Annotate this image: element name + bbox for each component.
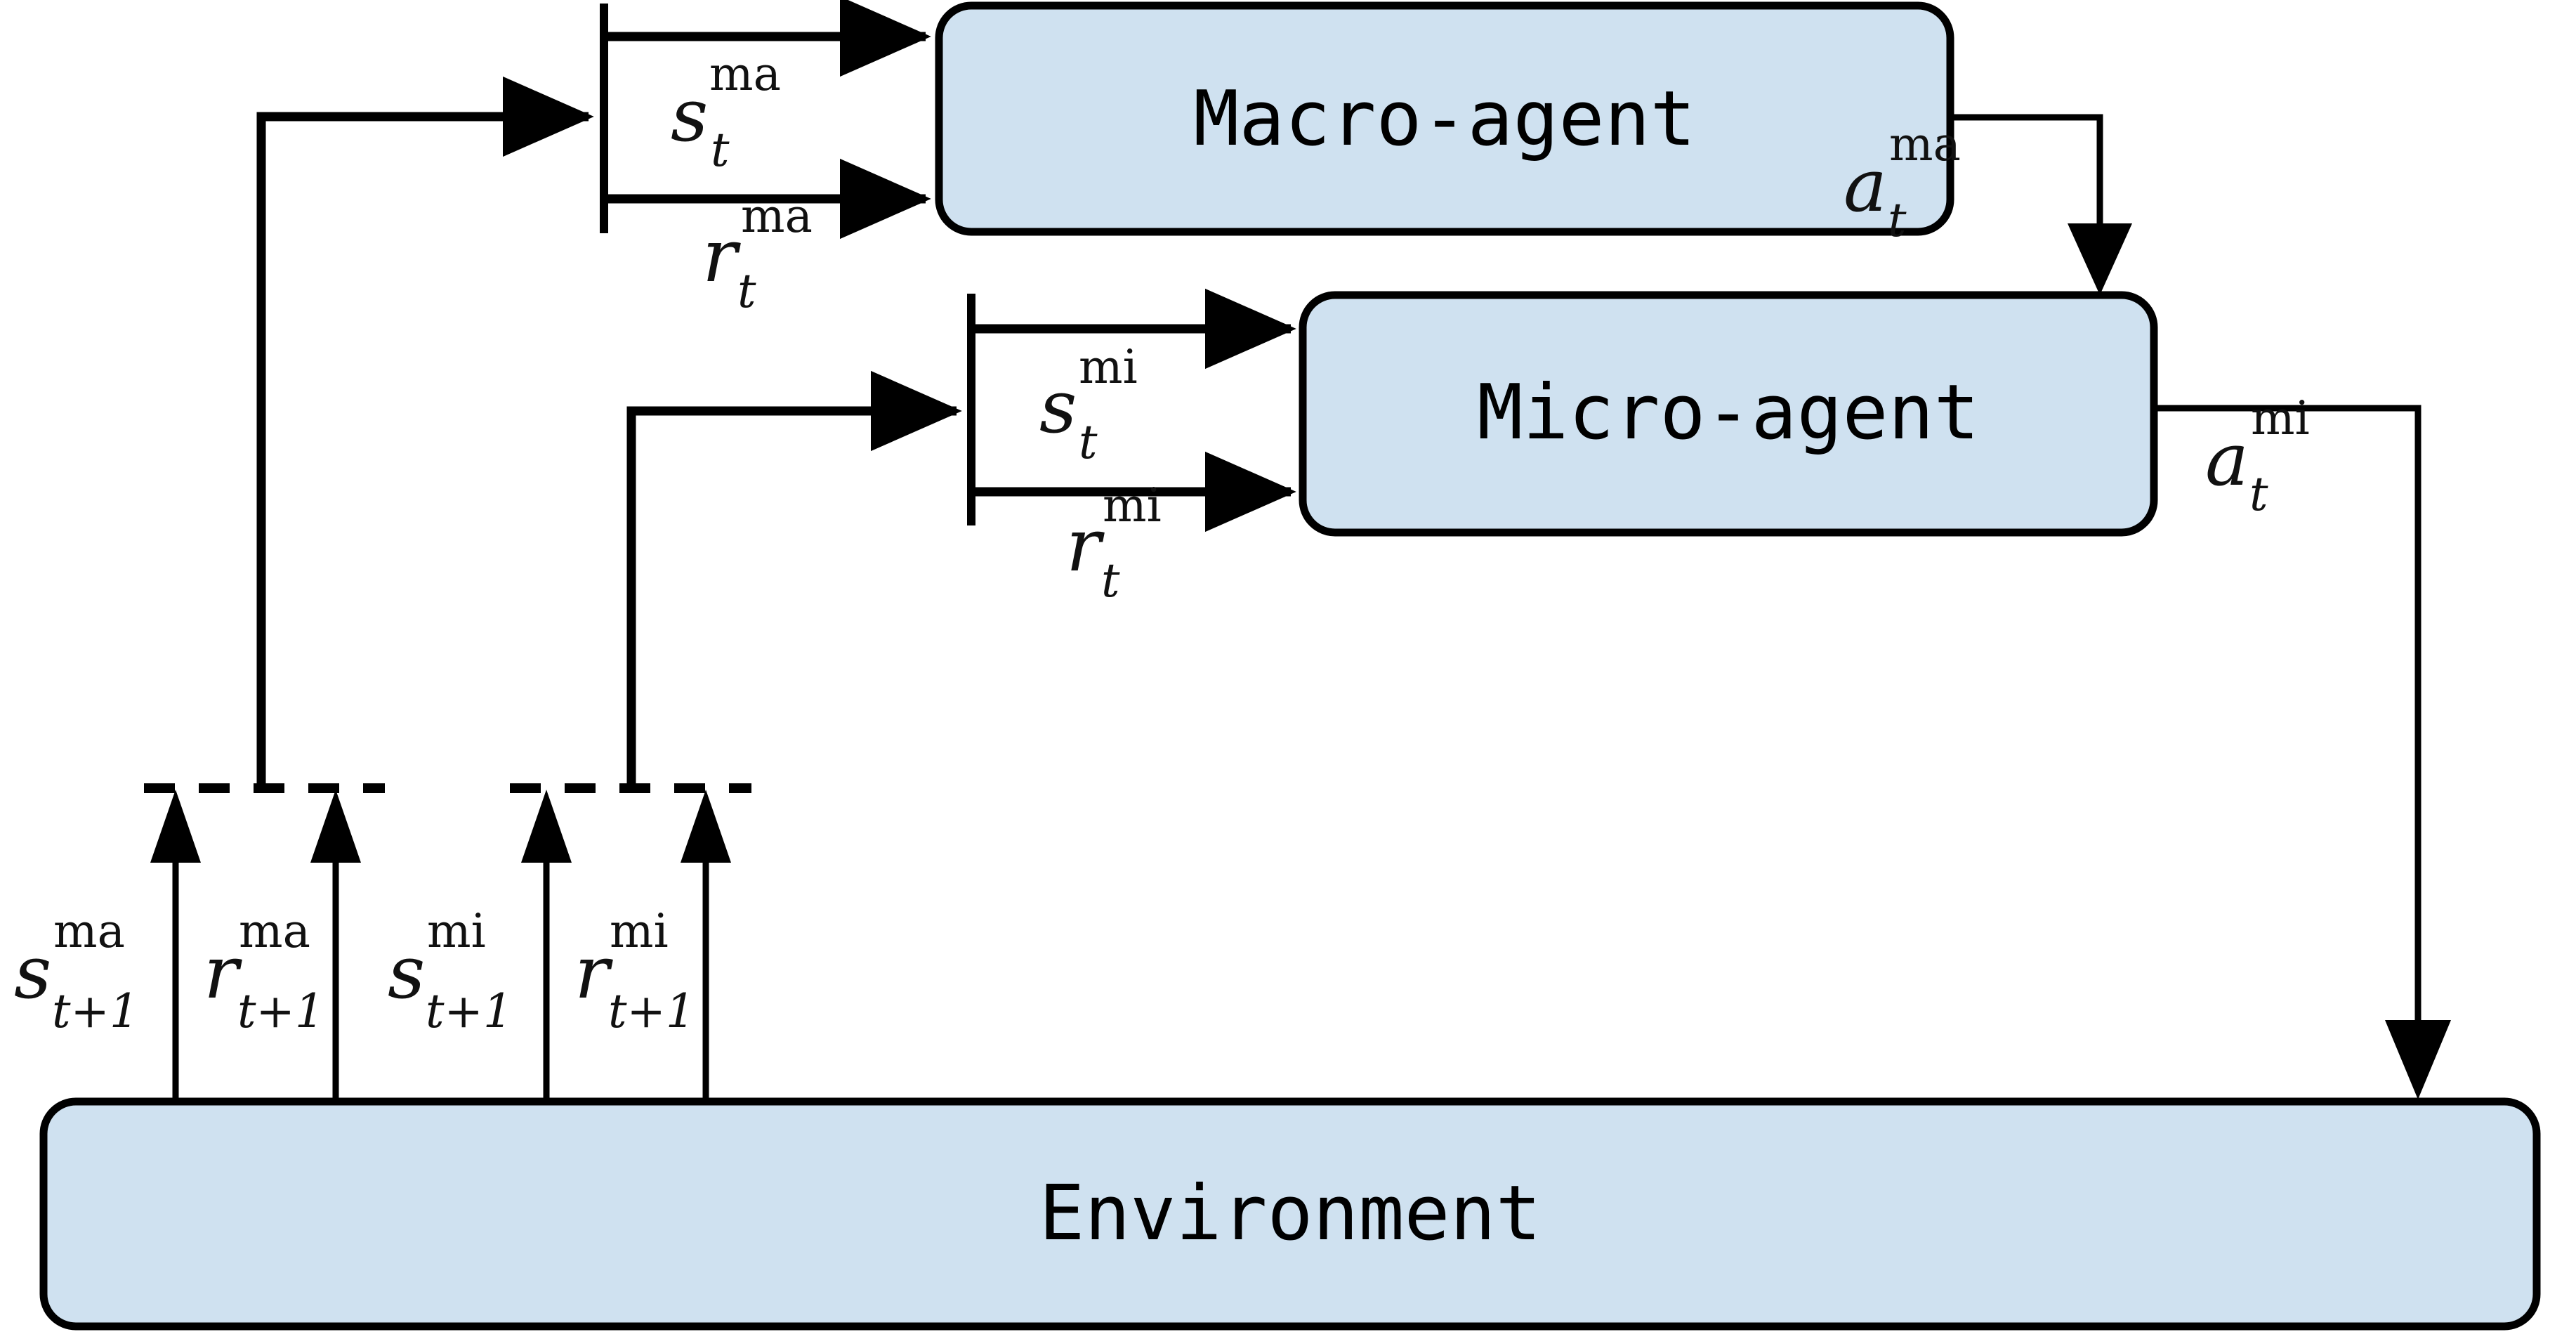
svg-text:mi: mi — [427, 904, 486, 958]
svg-text:ma: ma — [741, 189, 813, 243]
svg-text:ma: ma — [239, 904, 310, 958]
svg-text:a: a — [2205, 417, 2249, 502]
macro-agent-node[interactable]: Macro-agent — [935, 1, 1954, 236]
micro-action-routing-line — [2154, 405, 2421, 1054]
svg-text:a: a — [1844, 143, 1887, 228]
micro-next-state-label: s mi t+1 — [388, 904, 513, 1038]
svg-text:ma: ma — [709, 47, 781, 101]
micro-action-label: a mi t — [2205, 391, 2310, 521]
macro-reward-label: r ma t — [702, 189, 813, 318]
macro-next-state-arrowhead — [150, 790, 201, 863]
micro-agent-node[interactable]: Micro-agent — [1299, 291, 2158, 537]
svg-text:mi: mi — [2251, 391, 2310, 445]
macro-action-routing-line — [1950, 114, 2103, 267]
macro-next-reward-label: r ma t+1 — [204, 904, 324, 1038]
svg-text:t: t — [711, 123, 730, 177]
macro-next-state-label: s ma t+1 — [14, 904, 139, 1038]
micro-feedback-routing-line — [626, 370, 962, 790]
macro-agent-label: Macro-agent — [1193, 75, 1695, 163]
svg-text:t: t — [1888, 193, 1907, 247]
micro-agent-label: Micro-agent — [1477, 369, 1979, 457]
svg-text:t: t — [1079, 415, 1098, 469]
micro-agent-box[interactable] — [1299, 291, 2158, 537]
environment-label: Environment — [1039, 1170, 1541, 1258]
environment-box[interactable] — [39, 1097, 2541, 1331]
svg-text:s: s — [388, 929, 425, 1015]
svg-text:mi: mi — [1079, 340, 1138, 394]
macro-action-arrowhead — [2068, 223, 2132, 295]
svg-text:s: s — [1039, 364, 1077, 450]
macro-action-label: a ma t — [1844, 117, 1961, 247]
svg-text:s: s — [14, 929, 51, 1015]
svg-text:r: r — [204, 929, 242, 1015]
macro-state-label: s ma t — [671, 47, 781, 177]
environment-node[interactable]: Environment — [39, 1097, 2541, 1331]
svg-text:t+1: t+1 — [237, 984, 324, 1038]
svg-text:ma: ma — [1889, 117, 1961, 171]
micro-state-label: s mi t — [1039, 340, 1138, 469]
svg-text:t: t — [2249, 467, 2268, 521]
svg-text:ma: ma — [53, 904, 125, 958]
svg-text:r: r — [574, 929, 613, 1015]
svg-text:r: r — [1066, 502, 1105, 588]
micro-next-reward-arrowhead — [681, 790, 731, 863]
svg-text:mi: mi — [1103, 478, 1162, 533]
svg-text:t+1: t+1 — [52, 984, 139, 1038]
macro-next-reward-arrowhead — [310, 790, 361, 863]
svg-text:t: t — [737, 264, 756, 318]
micro-action-arrowhead — [2385, 1020, 2451, 1099]
svg-text:t: t — [1101, 554, 1120, 608]
svg-text:t+1: t+1 — [608, 984, 695, 1038]
micro-next-reward-label: r mi t+1 — [574, 904, 695, 1038]
svg-text:t+1: t+1 — [426, 984, 513, 1038]
svg-text:s: s — [671, 72, 708, 158]
svg-text:mi: mi — [610, 904, 669, 958]
micro-reward-label: r mi t — [1066, 478, 1162, 608]
macro-feedback-routing-line — [256, 76, 594, 790]
micro-next-state-arrowhead — [521, 790, 572, 863]
svg-text:r: r — [702, 213, 741, 299]
